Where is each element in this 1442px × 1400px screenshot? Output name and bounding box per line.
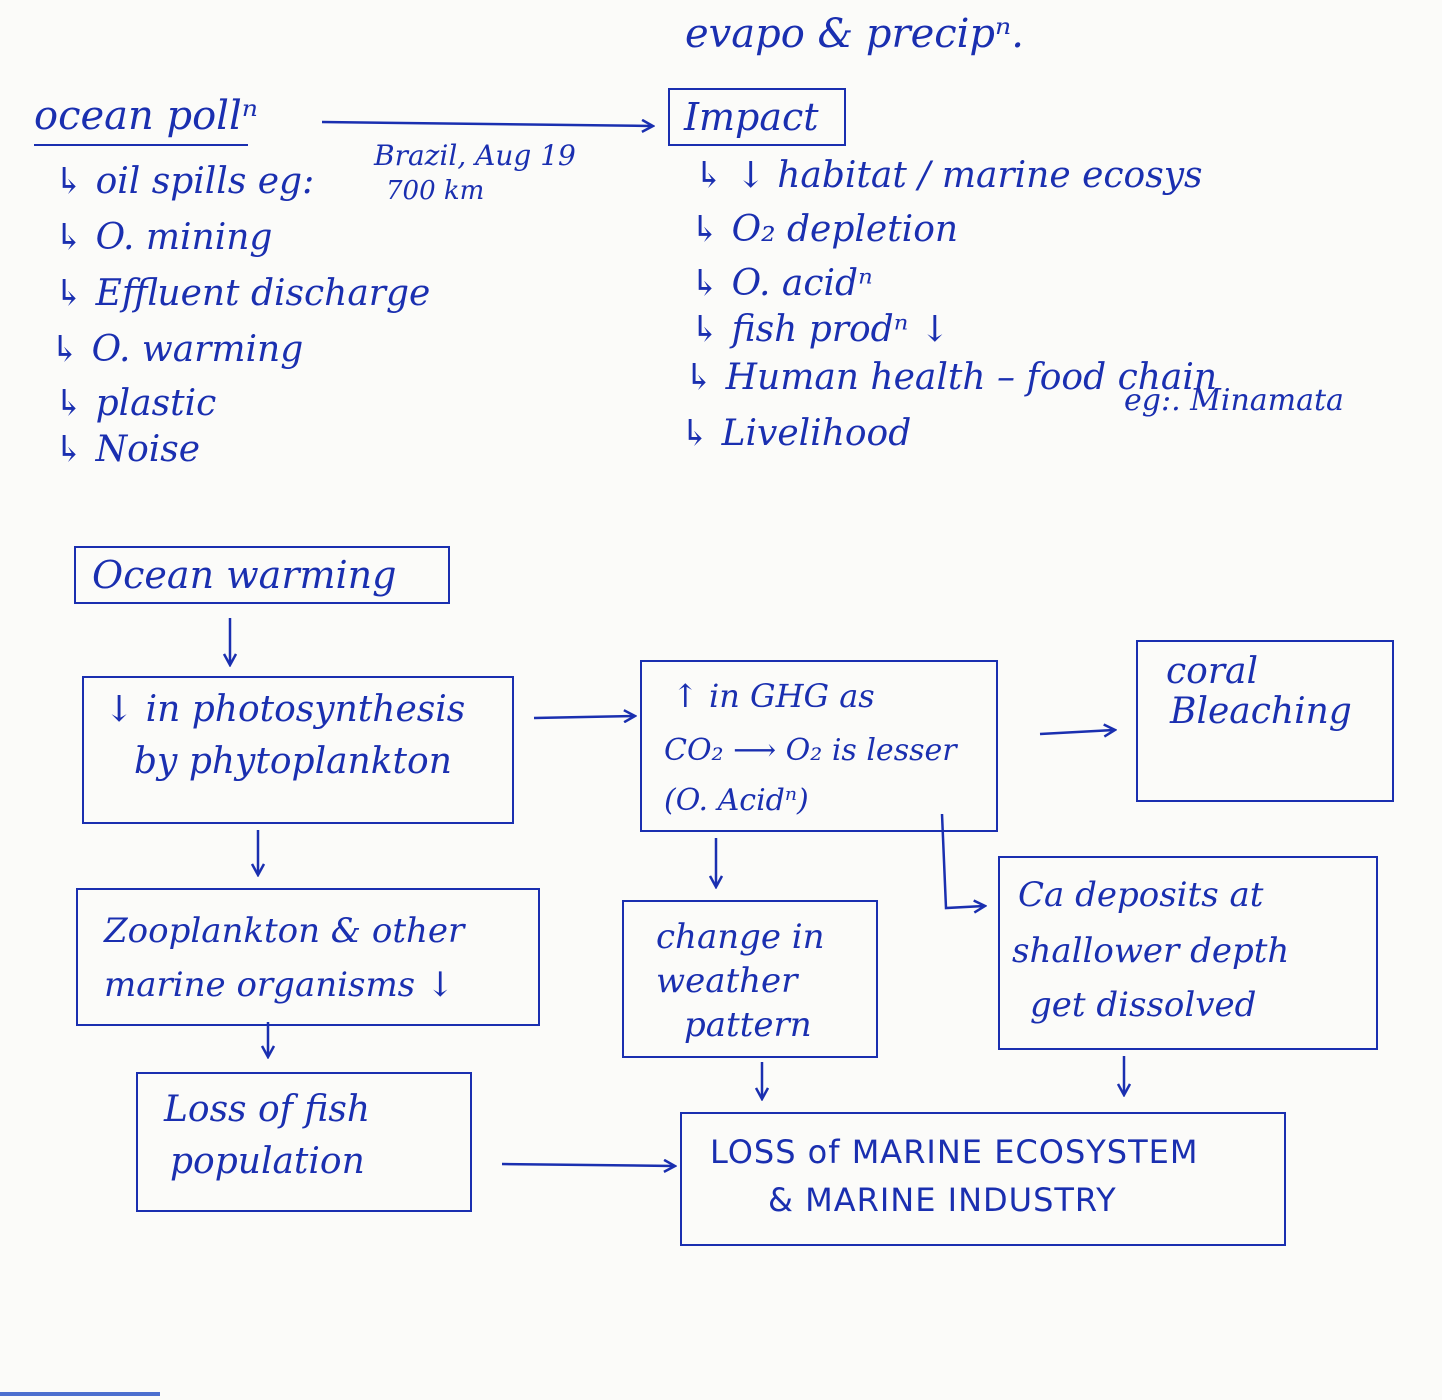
label-fish-2: population [170,1141,365,1182]
impact-example-minamata: eg:. Minamata [1124,383,1344,418]
label-ca-3: get dissolved [1030,985,1257,1025]
arrow-ghg-coral [1039,730,1114,734]
label-weather-1: change in [656,917,825,957]
label-coral-1: coral [1166,651,1259,692]
pollution-item-oil-spills: ↳ oil spills eg: [54,161,315,202]
label-photosynthesis-2: by phytoplankton [134,741,452,782]
impact-item-acid: ↳ O. acidⁿ [690,263,873,304]
label-ca-1: Ca deposits at [1018,875,1264,915]
pollution-title-underline [34,144,248,146]
box-coral: coral Bleaching [1136,640,1394,802]
arrow-pollution-impact [321,122,652,126]
pollution-item-warming: ↳ O. warming [50,329,304,370]
impact-title: Impact [684,95,819,139]
pollution-item-effluent: ↳ Effluent discharge [54,273,431,314]
impact-item-health: ↳ Human health – food chain [684,357,1218,398]
impact-item-o2: ↳ O₂ depletion [690,209,959,250]
label-zoo-1: Zooplankton & other [104,911,465,951]
pollution-title: ocean pollⁿ [34,93,258,139]
impact-title-box: Impact [668,88,846,146]
label-ghg-2: CO₂ ⟶ O₂ is lesser [664,733,957,768]
pollution-item-mining: ↳ O. mining [54,217,273,258]
box-photosynthesis: ↓ in photosynthesis by phytoplankton [82,676,514,824]
label-loss-1: LOSS of MARINE ECOSYSTEM [710,1133,1199,1171]
label-ghg-1: ↑ in GHG as [672,677,875,715]
arrow-photo-ghg [533,716,634,718]
impact-item-fish: ↳ fish prodⁿ ↓ [690,309,950,350]
label-coral-2: Bleaching [1170,691,1352,732]
box-fish-loss: Loss of fish population [136,1072,472,1212]
label-ca-2: shallower depth [1012,931,1290,971]
box-ca-deposits: Ca deposits at shallower depth get disso… [998,856,1378,1050]
box-marine-loss: LOSS of MARINE ECOSYSTEM & MARINE INDUST… [680,1112,1286,1246]
label-ocean-warming: Ocean warming [92,553,397,597]
label-loss-2: & MARINE INDUSTRY [768,1181,1117,1219]
box-ghg: ↑ in GHG as CO₂ ⟶ O₂ is lesser (O. Acidⁿ… [640,660,998,832]
label-weather-3: pattern [684,1005,812,1045]
box-ocean-warming: Ocean warming [74,546,450,604]
pollution-item-noise: ↳ Noise [54,429,201,470]
arrow-fish-loss [501,1164,674,1166]
impact-item-habitat: ↳ ↓ habitat / marine ecosys [694,155,1203,196]
label-photosynthesis-1: ↓ in photosynthesis [104,689,466,730]
label-fish-1: Loss of fish [164,1089,371,1130]
label-ghg-3: (O. Acidⁿ) [664,783,809,818]
box-zooplankton: Zooplankton & other marine organisms ↓ [76,888,540,1026]
top-note: evapo & precipⁿ. [685,11,1024,57]
label-weather-2: weather [656,961,798,1001]
page-edge-line [0,1392,160,1396]
pollution-item-plastic: ↳ plastic [54,383,217,424]
pollution-example-amount: 700 km [386,176,485,206]
box-weather: change in weather pattern [622,900,878,1058]
label-zoo-2: marine organisms ↓ [104,965,455,1005]
pollution-example-brazil: Brazil, Aug 19 [374,139,576,172]
impact-item-livelihood: ↳ Livelihood [680,413,912,454]
